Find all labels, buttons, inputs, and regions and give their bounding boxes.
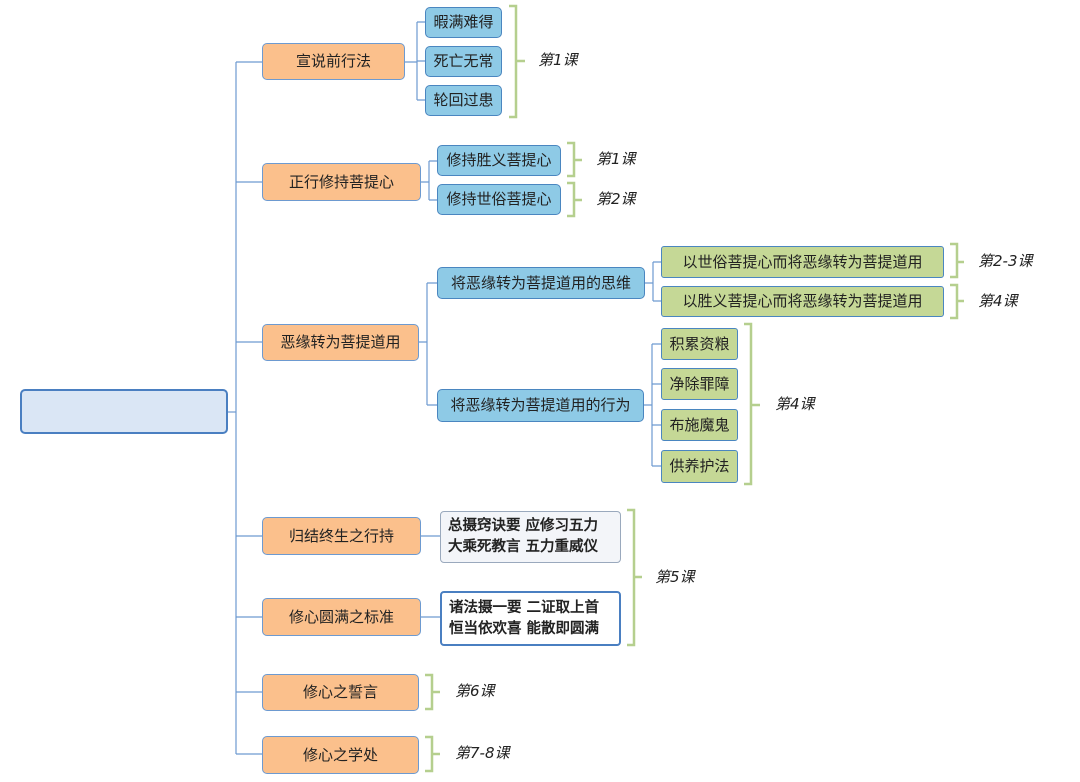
- section-precepts[interactable]: 修心之学处: [262, 736, 419, 774]
- item-action[interactable]: 将恶缘转为菩提道用的行为: [437, 389, 644, 422]
- verse-line: 总摄窍诀要 应修习五力: [448, 518, 599, 534]
- lesson-label-ultimate: 第1课: [596, 150, 636, 168]
- item-ultimate-bodhicitta[interactable]: 修持胜义菩提心: [437, 145, 561, 176]
- lesson-label-s6: 第6课: [455, 682, 495, 700]
- root-node[interactable]: [20, 389, 228, 434]
- item-samsara-suffering[interactable]: 轮回过患: [425, 85, 502, 116]
- lesson-label-s7: 第7-8课: [455, 744, 510, 762]
- verse-line: 诸法摄一要 二证取上首: [449, 599, 600, 616]
- item-relative-bodhicitta[interactable]: 修持世俗菩提心: [437, 184, 561, 215]
- section-lifelong-practice[interactable]: 归结终生之行持: [262, 517, 421, 555]
- lesson-brackets: [425, 4, 964, 773]
- tree-connectors: [228, 21, 661, 755]
- item-relative-transform[interactable]: 以世俗菩提心而将恶缘转为菩提道用: [661, 246, 944, 278]
- item-impermanence[interactable]: 死亡无常: [425, 46, 502, 77]
- verse-lifelong-practice: 总摄窍诀要 应修习五力 大乘死教言 五力重威仪: [440, 511, 621, 563]
- section-completion-standard[interactable]: 修心圆满之标准: [262, 598, 421, 636]
- item-purify-obscurations[interactable]: 净除罪障: [661, 368, 738, 400]
- item-thinking[interactable]: 将恶缘转为菩提道用的思维: [437, 267, 645, 299]
- section-samaya[interactable]: 修心之誓言: [262, 674, 419, 711]
- item-precious-human-birth[interactable]: 暇满难得: [425, 7, 502, 38]
- lesson-label-relative-transform: 第2-3课: [978, 252, 1033, 270]
- verse-line: 恒当依欢喜 能散即圆满: [449, 620, 600, 637]
- item-offer-to-protectors[interactable]: 供养护法: [661, 450, 738, 483]
- item-accumulate-merit[interactable]: 积累资粮: [661, 328, 738, 360]
- lesson-label-s45: 第5课: [655, 568, 695, 586]
- section-bodhicitta-practice[interactable]: 正行修持菩提心: [262, 163, 421, 201]
- lesson-label-action: 第4课: [775, 395, 815, 413]
- lesson-label-ultimate-transform: 第4课: [978, 292, 1018, 310]
- verse-line: 大乘死教言 五力重威仪: [448, 539, 599, 555]
- verse-completion-standard: 诸法摄一要 二证取上首 恒当依欢喜 能散即圆满: [440, 591, 621, 646]
- section-preliminary[interactable]: 宣说前行法: [262, 43, 405, 80]
- lesson-label-s1: 第1课: [538, 51, 578, 69]
- item-ultimate-transform[interactable]: 以胜义菩提心而将恶缘转为菩提道用: [661, 286, 944, 317]
- section-adverse-to-path[interactable]: 恶缘转为菩提道用: [262, 324, 419, 361]
- item-offer-to-demons[interactable]: 布施魔鬼: [661, 409, 738, 441]
- lesson-label-relative: 第2课: [596, 190, 636, 208]
